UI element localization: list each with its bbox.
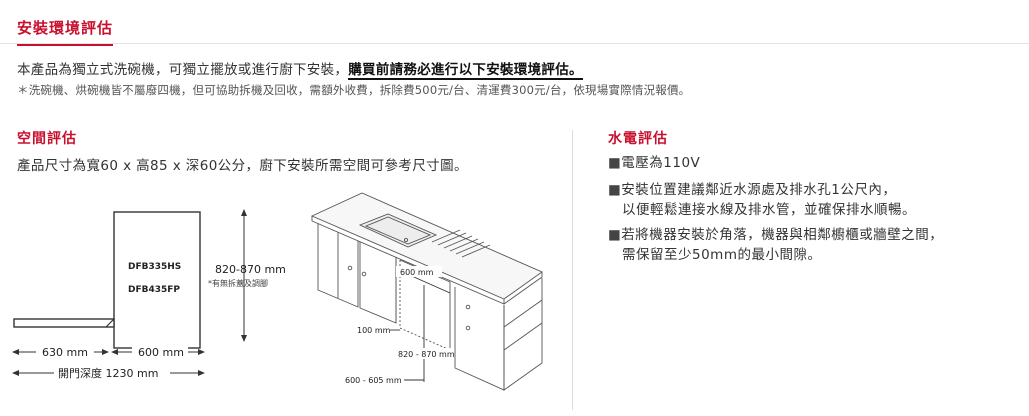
iso-100-bg: [354, 324, 390, 335]
cabinet-knob: [361, 271, 367, 277]
drainboard-rib: [455, 241, 485, 255]
door-hinge-line: [105, 318, 115, 328]
section-title: 安裝環境評估: [17, 17, 114, 46]
height-arrow-bottom: [241, 335, 247, 342]
drawer-line: [503, 322, 543, 351]
cabinet-installation-diagram: 600 mm 100 mm 820 - 870 mm 600 - 605 mm: [310, 192, 543, 391]
dim-630-bg: [36, 345, 94, 359]
opening-floor: [399, 327, 451, 351]
model-label-1: DFB335HS: [128, 262, 181, 272]
drainboard-rib: [431, 229, 461, 243]
dim-600-bg: [132, 345, 188, 359]
left-cabinet-front: [317, 223, 359, 308]
dim-630-arrow-left: [12, 349, 19, 355]
intro-prefix: 本產品為獨立式洗碗機，可獨立擺放或進行廚下安裝，: [17, 62, 349, 78]
dim-door-arrow-right: [198, 370, 205, 376]
intro-text: 本產品為獨立式洗碗機，可獨立擺放或進行廚下安裝，購買前請務必進行以下安裝環境評估…: [17, 58, 583, 80]
dim-600-arrow-left: [111, 349, 118, 355]
recycling-note: ＊洗碗機、烘碗機皆不屬廢四機，但可協助拆機及回收，需額外收費，拆除費500元/台…: [17, 83, 691, 97]
bullet-square-icon: ■: [608, 182, 622, 198]
bullet-square-icon: ■: [608, 155, 622, 171]
drawer-line: [503, 299, 543, 328]
right-cabinet-front: [503, 278, 543, 391]
utility-bullet-water-cont: 以便輕鬆連接水線及排水管，並確保排水順暢。: [622, 202, 916, 218]
iso-100-label: 100 mm: [357, 326, 391, 335]
dim-630-label: 630 mm: [42, 346, 88, 359]
bullet-voltage-text: 電壓為110V: [621, 155, 701, 171]
iso-600-bg: [396, 266, 442, 277]
dim-door-label: 開門深度 1230 mm: [58, 366, 158, 380]
model-label-2: DFB435FP: [128, 285, 180, 295]
dim-630-arrow-right: [102, 349, 109, 355]
utility-bullet-clearance-cont: 需保留至少50mm的最小間隙。: [622, 247, 822, 263]
open-door-outline: [13, 318, 115, 328]
sink-drain: [403, 237, 409, 243]
drainboard-rib: [437, 232, 467, 246]
intro-emphasis: 購買前請務必進行以下安裝環境評估。: [348, 62, 583, 80]
iso-600-label: 600 mm: [400, 268, 434, 277]
sink-inner: [364, 216, 432, 245]
bullet-square-icon: ■: [608, 227, 622, 243]
space-heading: 空間評估: [17, 131, 77, 147]
iso-820-label: 820 - 870 mm: [398, 350, 455, 359]
dim-door-bg: [54, 365, 170, 380]
drainboard-rib: [461, 244, 491, 258]
bullet-clearance-line1: 若將機器安裝於角落，機器與相鄰櫥櫃或牆壁之間，: [621, 227, 944, 243]
dim-600-label: 600 mm: [138, 346, 184, 359]
height-arrow-top: [241, 209, 247, 216]
right-cabinet-side: [454, 287, 505, 391]
dim-600-arrow-right: [198, 349, 205, 355]
header-divider: [0, 43, 1029, 44]
utility-bullet-water: ■安裝位置建議鄰近水源處及排水孔1公尺內，: [608, 180, 896, 201]
utility-bullet-clearance: ■若將機器安裝於角落，機器與相鄰櫥櫃或牆壁之間，: [608, 225, 943, 246]
height-label: 820-870 mm: [215, 263, 286, 276]
cabinet-knob: [347, 265, 353, 271]
drainboard-rib: [443, 235, 473, 249]
iso-820-bg: [396, 348, 454, 359]
iso-600-605-label: 600 - 605 mm: [345, 376, 402, 385]
dishwasher-front-outline: [113, 211, 201, 349]
utility-bullet-voltage: ■電壓為110V: [608, 153, 700, 174]
cabinet-knob: [465, 304, 471, 310]
front-dimension-diagram: DFB335HS DFB435FP 820-870 mm *有無拆蓋及調腳 63…: [12, 209, 286, 380]
utility-heading: 水電評估: [608, 131, 668, 147]
height-note: *有無拆蓋及調腳: [208, 278, 268, 288]
drainboard-rib: [449, 238, 479, 252]
iso-600-605-bg: [344, 374, 404, 385]
column-divider: [572, 130, 573, 410]
dim-door-arrow-left: [12, 370, 19, 376]
sink-basin: [358, 213, 438, 248]
middle-cabinet-front: [359, 242, 397, 324]
cabinet-knob: [465, 325, 471, 331]
space-description: 產品尺寸為寬60 x 高85 x 深60公分，廚下安裝所需空間可參考尺寸圖。: [17, 158, 468, 174]
bullet-water-line1: 安裝位置建議鄰近水源處及排水孔1公尺內，: [621, 182, 897, 198]
